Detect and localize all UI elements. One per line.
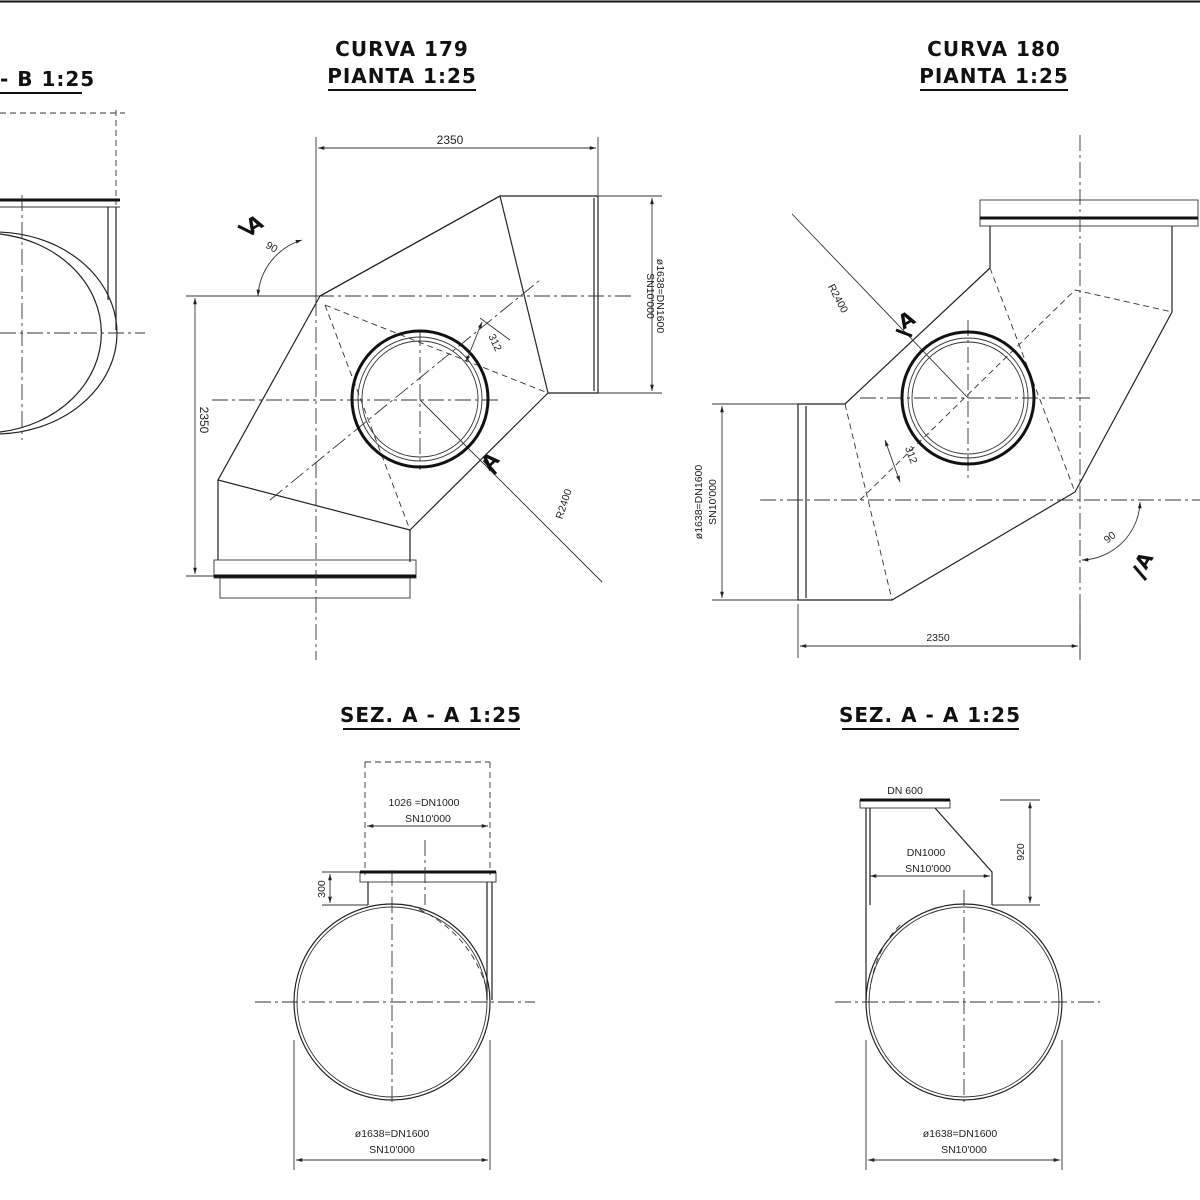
section-right-top-label: DN 600 bbox=[887, 785, 923, 797]
curva-179-lower-segment bbox=[217, 295, 411, 531]
curva-180-radius-line bbox=[791, 213, 969, 399]
curva-180-riser-circle bbox=[900, 330, 1036, 466]
curva-180-pipe-diameter-label: ø1638=DN1600 bbox=[693, 465, 705, 540]
curva-179-title: CURVA 179 bbox=[335, 37, 469, 61]
curva-180-plan-view: CURVA 180 PIANTA 1:25 R2400 312 bbox=[693, 37, 1200, 660]
section-right-view: SEZ. A - A 1:25 DN 600 920 DN1000 SN10'0… bbox=[835, 703, 1100, 1170]
curva-179-radius-line bbox=[419, 399, 603, 583]
curva-179-offset-label: 312 bbox=[486, 332, 504, 353]
curva-180-width-label: 2350 bbox=[926, 632, 950, 644]
section-left-riser-dn-label: 1026 =DN1000 bbox=[389, 797, 460, 809]
curva-179-pipe-sn-label: SN10'000 bbox=[644, 273, 656, 319]
curva-180-angle-arc bbox=[1081, 501, 1142, 562]
section-left-riser-height-label: 300 bbox=[316, 880, 328, 898]
curva-179-plan-view: CURVA 179 PIANTA 1:25 2350 2350 ø1638=DN… bbox=[186, 37, 666, 660]
left-partial-title: - B 1:25 bbox=[0, 67, 95, 91]
curva-179-width-label: 2350 bbox=[437, 133, 464, 147]
section-right-title: SEZ. A - A 1:25 bbox=[839, 703, 1021, 727]
curva-180-top-flange bbox=[979, 199, 1199, 227]
section-right-pipe-sn-label: SN10'000 bbox=[941, 1144, 987, 1156]
section-right-riser-slope bbox=[934, 807, 993, 905]
section-right-riser-dn-label: DN1000 bbox=[907, 847, 946, 859]
curva-179-pipe-diameter-label: ø1638=DN1600 bbox=[654, 259, 666, 334]
curva-180-offset-label: 312 bbox=[902, 445, 919, 466]
section-left-riser-sn-label: SN10'000 bbox=[405, 813, 451, 825]
curva-180-body bbox=[797, 267, 1173, 601]
curva-180-pipe-sn-label: SN10'000 bbox=[707, 479, 719, 525]
curva-180-title: CURVA 180 bbox=[927, 37, 1061, 61]
section-right-riser-sn-label: SN10'000 bbox=[905, 863, 951, 875]
curva-179-angle-arc bbox=[256, 239, 303, 297]
curva-179-upper-segment bbox=[500, 195, 599, 394]
curva-179-height-label: 2350 bbox=[197, 407, 211, 434]
section-left-pipe-diameter-label: ø1638=DN1600 bbox=[355, 1128, 430, 1140]
section-left-title: SEZ. A - A 1:25 bbox=[340, 703, 522, 727]
section-left-pipe-sn-label: SN10'000 bbox=[369, 1144, 415, 1156]
curva-179-radius-label: R2400 bbox=[554, 487, 575, 520]
section-right-riser-height-label: 920 bbox=[1015, 843, 1027, 861]
curva-179-riser-circle bbox=[350, 329, 490, 469]
curva-180-angle-label: 90 bbox=[1102, 529, 1119, 546]
curva-180-section-mark-2: A bbox=[1130, 547, 1159, 573]
section-left-view: SEZ. A - A 1:25 1026 =DN1000 SN10'000 30… bbox=[255, 703, 535, 1170]
curva-179-section-mark-1: A bbox=[242, 209, 268, 238]
left-partial-view: - B 1:25 bbox=[0, 67, 145, 440]
curva-179-angle-label: 90 bbox=[263, 239, 279, 255]
curva-180-radius-label: R2400 bbox=[825, 282, 850, 315]
curva-180-subtitle: PIANTA 1:25 bbox=[919, 64, 1069, 88]
section-right-pipe-diameter-label: ø1638=DN1600 bbox=[923, 1128, 998, 1140]
curva-179-section-mark-2: A bbox=[476, 447, 504, 475]
curva-179-subtitle: PIANTA 1:25 bbox=[327, 64, 477, 88]
